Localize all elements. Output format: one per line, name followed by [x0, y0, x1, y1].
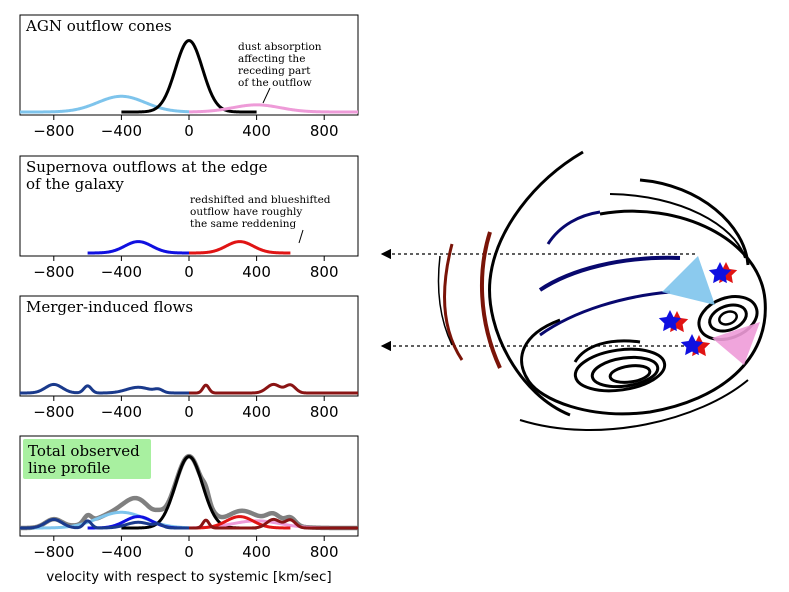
star-icon	[658, 310, 682, 332]
galaxy-arm-blue	[546, 210, 601, 245]
galaxy-arm-blue	[539, 290, 671, 337]
x-tick-label: 800	[310, 122, 339, 140]
panel-title: Supernova outflows at the edge	[26, 158, 268, 176]
panel-title: AGN outflow cones	[25, 17, 172, 35]
nucleus-spiral-tail	[573, 339, 641, 363]
x-axis-label: velocity with respect to systemic [km/se…	[46, 569, 331, 585]
x-tick-label: −800	[33, 263, 74, 281]
panel-merger-induced-flows: Merger-induced flows −800 −400 0 400 800	[19, 295, 359, 421]
total-label-box	[23, 439, 151, 479]
tidal-arc-red	[479, 231, 502, 369]
x-axis: −800 −400 0 400 800	[33, 536, 339, 561]
x-tick-label: 400	[242, 543, 271, 561]
x-tick-label: 0	[184, 122, 194, 140]
series-line	[19, 94, 190, 114]
nucleus-spiral-ring	[573, 347, 667, 393]
panel-supernova-outflows: Supernova outflows at the edge of the ga…	[19, 155, 359, 281]
outflow-cone-pink	[712, 322, 760, 365]
x-tick-label: −400	[101, 543, 142, 561]
panel-total-line-profile: Total observed line profile −800 −400 0 400…	[18, 435, 360, 585]
line-profile-curves	[19, 382, 359, 395]
x-tick-label: −400	[101, 122, 142, 140]
note-line: outflow have roughly	[190, 206, 302, 218]
panel-agn-outflow-cones: AGN outflow cones dust absorption affect…	[19, 14, 359, 140]
line-profile-curves	[19, 39, 359, 114]
x-tick-label: 400	[242, 122, 271, 140]
note-line: dust absorption	[238, 41, 322, 53]
x-tick-label: 400	[242, 263, 271, 281]
series-line	[188, 517, 359, 530]
x-tick-label: 0	[184, 543, 194, 561]
reddening-note: redshifted and blueshifted outflow have …	[190, 194, 331, 230]
x-tick-label: −400	[101, 263, 142, 281]
x-tick-label: 800	[310, 403, 339, 421]
note-pointer	[298, 229, 304, 244]
note-line: affecting the	[238, 53, 305, 65]
x-tick-label: −800	[33, 543, 74, 561]
nucleus-spiral-ring	[608, 364, 652, 384]
note-line: the same reddening	[190, 218, 296, 230]
galaxy-arm	[639, 178, 750, 266]
series-line	[19, 517, 190, 530]
panel-title: line profile	[28, 459, 111, 477]
note-pointer	[262, 87, 271, 104]
x-tick-label: −800	[33, 403, 74, 421]
x-tick-label: 800	[310, 263, 339, 281]
galaxy-arm	[519, 379, 749, 431]
panel-title: of the galaxy	[26, 175, 124, 193]
line-profile-curves	[18, 453, 360, 531]
tidal-arc	[488, 150, 584, 417]
star-icon	[708, 262, 732, 284]
x-tick-label: −800	[33, 122, 74, 140]
outflow-cone-blue	[662, 256, 715, 305]
note-line: receding part	[238, 65, 311, 77]
x-tick-label: 0	[184, 403, 194, 421]
nucleus-spiral-ring	[718, 310, 738, 326]
star-forming-clump-markers	[658, 262, 738, 357]
x-tick-label: −400	[101, 403, 142, 421]
nucleus-spiral-ring	[590, 355, 660, 389]
tidal-arc-outer-dark	[437, 255, 453, 346]
x-tick-label: 800	[310, 543, 339, 561]
x-axis: −800 −400 0 400 800	[33, 115, 339, 140]
galaxy-arm-blue	[538, 255, 681, 292]
x-tick-label: 0	[184, 263, 194, 281]
series-line	[188, 515, 292, 530]
galaxy-arm	[609, 193, 746, 259]
nucleus-spiral-ring	[708, 303, 748, 333]
series-line	[19, 382, 190, 395]
panel-title: Merger-induced flows	[26, 298, 193, 316]
series-line	[86, 240, 190, 255]
note-line: redshifted and blueshifted	[190, 194, 331, 206]
tidal-arc-outer	[443, 243, 464, 361]
dust-absorption-note: dust absorption affecting the receding p…	[238, 41, 322, 89]
x-axis: −800 −400 0 400 800	[33, 396, 339, 421]
line-profile-curves	[86, 240, 292, 255]
series-line	[120, 39, 258, 114]
star-icon	[680, 334, 704, 356]
series-line	[188, 103, 359, 114]
series-line	[188, 240, 292, 255]
note-line: of the outflow	[238, 77, 312, 89]
panel-title: Total observed	[28, 442, 140, 460]
galaxy-disk-outline	[520, 209, 767, 416]
merging-galaxy-illustration	[380, 150, 767, 431]
series-line	[188, 382, 359, 395]
x-tick-label: 400	[242, 403, 271, 421]
x-axis: −800 −400 0 400 800	[33, 256, 339, 281]
